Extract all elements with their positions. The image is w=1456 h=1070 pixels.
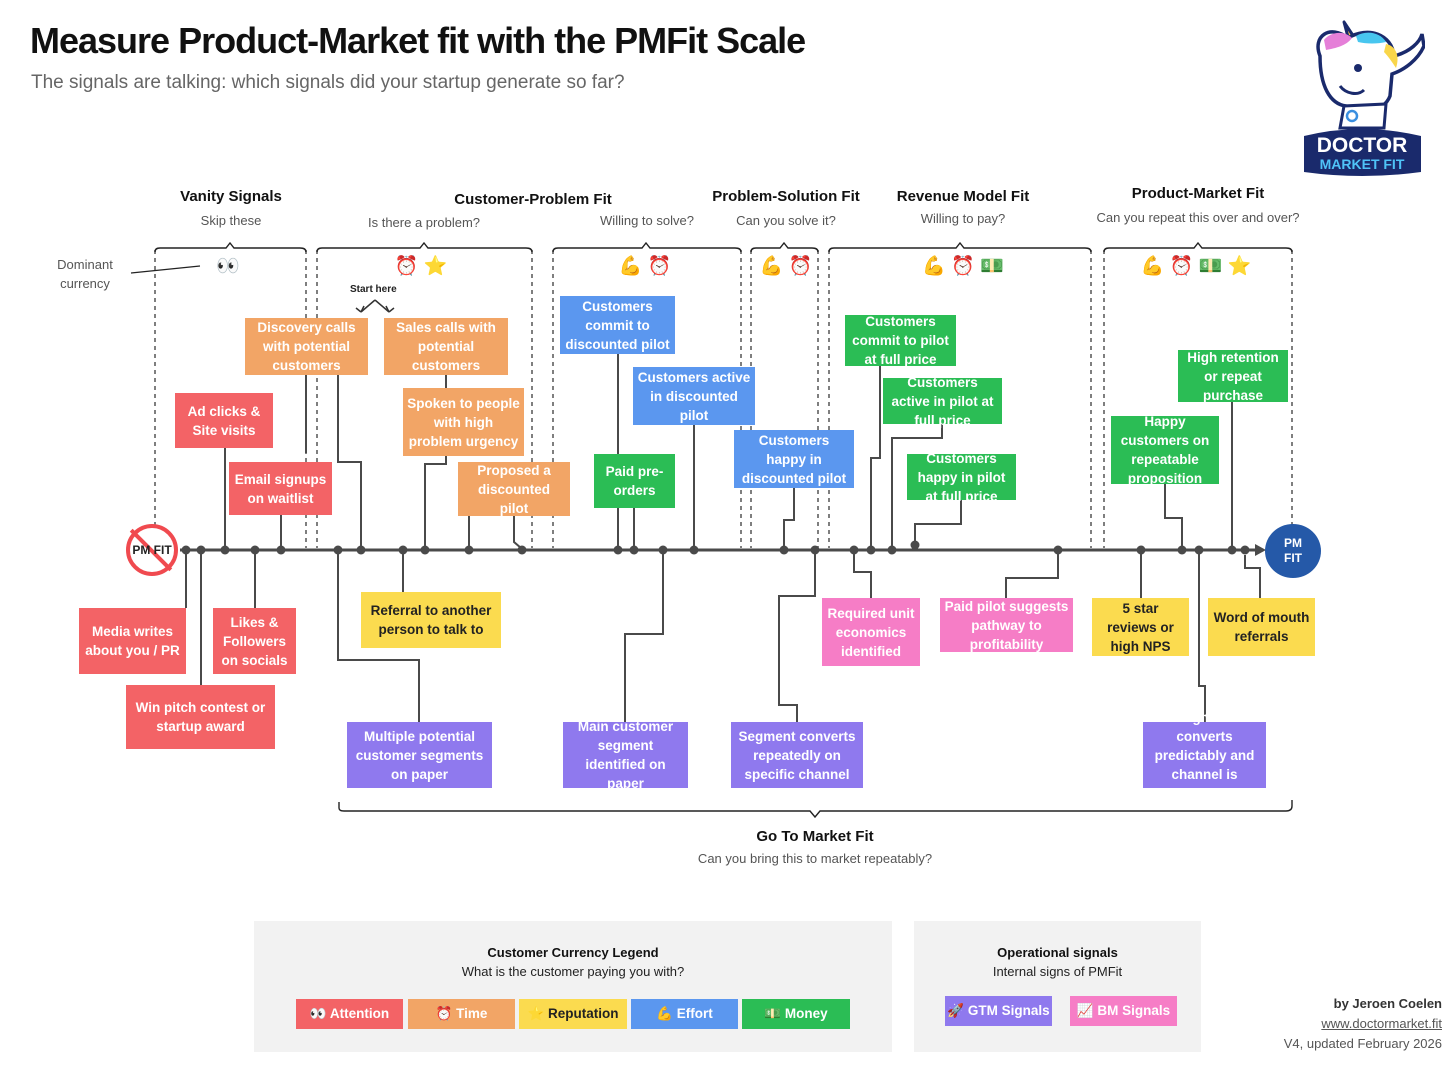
signal-paid-pre-orders: Paid pre-orders: [594, 454, 675, 508]
signal-referral: Referral to another person to talk to: [361, 592, 501, 648]
legend-title: Customer Currency Legend: [487, 945, 659, 960]
stage-subtitle-problem-solution-fit: Can you solve it?: [736, 213, 836, 228]
pm-fit-start-marker: PM FIT: [126, 524, 178, 576]
svg-text:MARKET FIT: MARKET FIT: [1320, 156, 1405, 172]
signal-commit-full-price: Customers commit to pilot at full price: [845, 314, 956, 367]
credits-website-link[interactable]: www.doctormarket.fit: [1321, 1016, 1442, 1031]
stage-currency-icons-product-market: 💪 ⏰ 💵 ⭐: [1140, 256, 1252, 277]
signal-happy-repeatable-proposition: Happy customers on repeatable propositio…: [1111, 414, 1219, 486]
signal-active-full-price: Customers active in pilot at full price: [883, 375, 1002, 428]
signal-5-star-reviews: 5 star reviews or high NPS: [1092, 598, 1189, 656]
stage-currency-icons-vanity: 👀: [216, 256, 240, 277]
stage-title-customer-problem-fit: Customer-Problem Fit: [454, 191, 612, 208]
legend-item-gtm-signals: 🚀 GTM Signals: [945, 996, 1052, 1026]
legend-subtitle: What is the customer paying you with?: [461, 964, 685, 979]
signal-segment-converts-channel: Segment converts repeatedly on specific …: [731, 722, 863, 788]
signal-high-retention: High retention or repeat purchase: [1178, 350, 1288, 403]
dominant-currency-label: Dominant currency: [57, 257, 113, 291]
signal-discovery-calls: Discovery calls with potential customers: [245, 318, 368, 375]
svg-text:DOCTOR: DOCTOR: [1317, 134, 1408, 157]
stage-currency-icons-revenue-model: 💪 ⏰ 💵: [922, 256, 1004, 277]
stage-title-revenue-model-fit: Revenue Model Fit: [896, 188, 1030, 205]
stage-subtitle-vanity-signals: Skip these: [200, 213, 262, 228]
pm-fit-end-marker: PM FIT: [1265, 524, 1321, 578]
signal-ad-clicks: Ad clicks & Site visits: [175, 393, 273, 448]
stage-currency-icons-customer-problem: ⏰ ⭐: [394, 256, 448, 277]
signal-media-pr: Media writes about you / PR: [79, 608, 186, 674]
credits-version: V4, updated February 2026: [1283, 1036, 1442, 1051]
doctor-market-fit-logo: DOCTOR MARKET FIT: [1304, 20, 1425, 176]
stage-subtitle-customer-problem-fit: Is there a problem?: [367, 215, 481, 230]
page-subtitle: The signals are talking: which signals d…: [31, 72, 625, 93]
stage-currency-icons-problem-solution: 💪 ⏰: [759, 256, 813, 277]
go-to-market-fit-title: Go To Market Fit: [756, 828, 874, 845]
signal-unit-economics: Required unit economics identified: [822, 598, 920, 666]
signal-word-of-mouth: Word of mouth referrals: [1208, 598, 1315, 656]
operational-signals-legend: Operational signals Internal signs of PM…: [914, 921, 1201, 1052]
stage-currency-icons-willing-to-solve: 💪 ⏰: [618, 256, 672, 277]
stage-title-product-market-fit: Product-Market Fit: [1131, 185, 1265, 202]
signal-main-segment: Main customer segment identified on pape…: [563, 719, 688, 791]
signal-happy-discounted-pilot: Customers happy in discounted pilot: [734, 430, 854, 488]
pm-fit-start-label: PM FIT: [132, 542, 172, 557]
stage-title-problem-solution-fit: Problem-Solution Fit: [712, 188, 860, 205]
signal-likes-followers: Likes & Followers on socials: [213, 608, 296, 674]
signal-multiple-segments: Multiple potential customer segments on …: [347, 722, 492, 788]
go-to-market-fit-subtitle: Can you bring this to market repeatably?: [697, 851, 933, 866]
signal-email-signups: Email signups on waitlist: [229, 462, 332, 515]
stage-subtitle-product-market-fit: Can you repeat this over and over?: [1096, 210, 1300, 225]
signal-spoken-to-people: Spoken to people with high problem urgen…: [403, 388, 524, 456]
credits-author: by Jeroen Coelen: [1333, 996, 1442, 1011]
legend-item-bm-signals: 📈 BM Signals: [1070, 996, 1177, 1026]
signal-commit-discounted-pilot: Customers commit to discounted pilot: [560, 296, 675, 354]
operational-subtitle: Internal signs of PMFit: [992, 964, 1123, 979]
credits: by Jeroen Coelen www.doctormarket.fit V4…: [1284, 994, 1442, 1054]
signal-win-pitch-contest: Win pitch contest or startup award: [126, 685, 275, 749]
page-title: Measure Product-Market fit with the PMFi…: [30, 20, 806, 61]
customer-currency-legend: Customer Currency Legend What is the cus…: [254, 921, 892, 1052]
signal-happy-full-price: Customers happy in pilot at full price: [907, 451, 1016, 504]
legend-item-money: 💵 Money: [742, 999, 850, 1029]
stage-subtitle-willing-to-solve: Willing to solve?: [600, 213, 694, 228]
stage-subtitle-revenue-model-fit: Willing to pay?: [920, 211, 1006, 226]
legend-item-attention: 👀 Attention: [296, 999, 403, 1029]
signal-proposed-discounted-pilot: Proposed a discounted pilot: [458, 462, 570, 516]
start-here-label: Start here: [350, 284, 397, 295]
signal-segment-converts-predictably: Segment converts predictably and channel…: [1143, 710, 1266, 801]
pm-fit-end-label: PM FIT: [1284, 536, 1302, 565]
signal-pathway-to-profitability: Paid pilot suggests pathway to profitabi…: [940, 598, 1073, 652]
signal-sales-calls: Sales calls with potential customers: [384, 318, 508, 375]
stage-title-vanity-signals: Vanity Signals: [180, 188, 282, 205]
legend-item-effort: 💪 Effort: [631, 999, 738, 1029]
legend-item-reputation: ⭐ Reputation: [519, 999, 627, 1029]
operational-title: Operational signals: [997, 945, 1118, 960]
legend-item-time: ⏰ Time: [408, 999, 515, 1029]
signal-active-discounted-pilot: Customers active in discounted pilot: [633, 367, 755, 425]
